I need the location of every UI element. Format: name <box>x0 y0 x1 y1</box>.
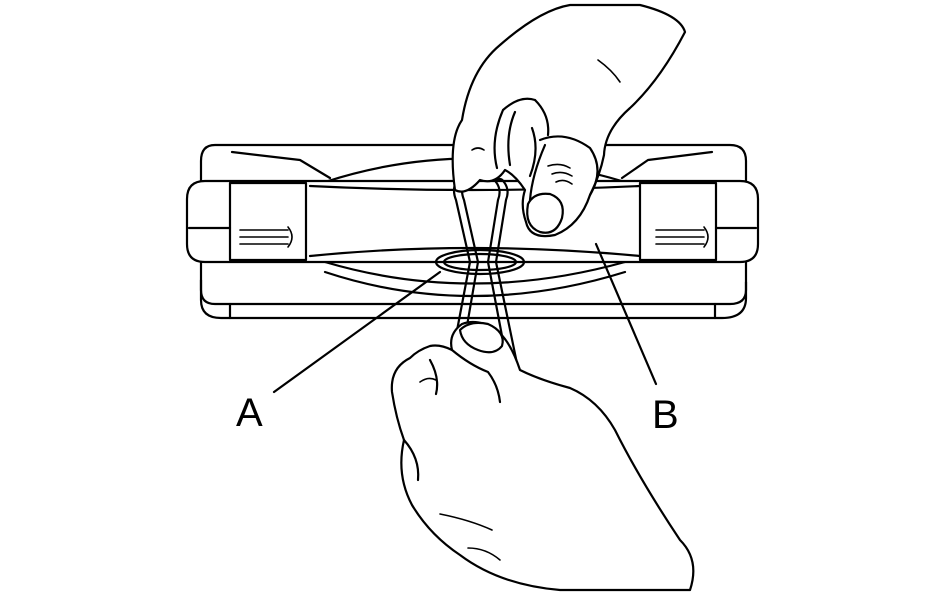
callout-label-b: B <box>652 393 679 437</box>
lower-hand <box>390 320 695 592</box>
leader-line-b <box>594 242 658 386</box>
leader-line-a <box>272 270 442 394</box>
callout-label-a: A <box>236 391 263 435</box>
upper-hand <box>451 3 687 238</box>
connector-bar <box>185 179 760 264</box>
